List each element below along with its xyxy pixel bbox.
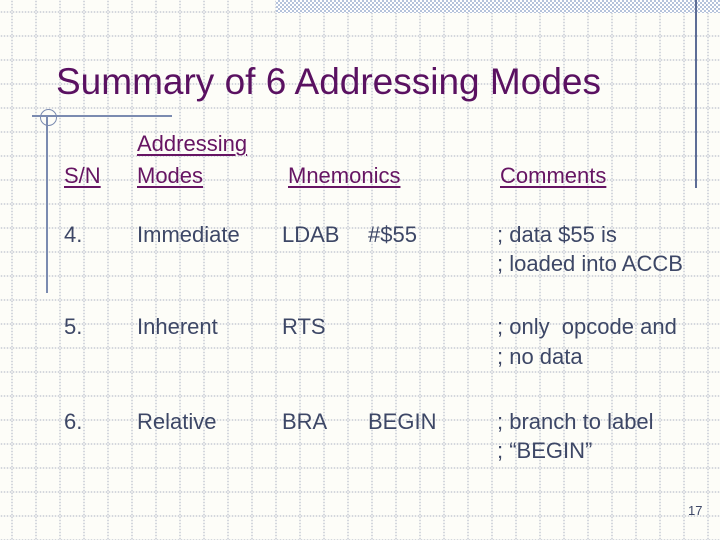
page-number: 17 <box>688 503 703 518</box>
comment-line-2: ; loaded into ACCB <box>497 251 683 276</box>
mnemonic-cell: LDAB <box>282 222 340 247</box>
comment-line-1: ; branch to label <box>497 409 654 434</box>
header-mnemonics: Mnemonics <box>288 163 401 188</box>
comment-line-1: ; only opcode and <box>497 314 677 339</box>
sn-cell: 5. <box>64 314 83 339</box>
mode-cell: Immediate <box>137 222 240 247</box>
comment-line-1: ; data $55 is <box>497 222 617 247</box>
left-accent-hline <box>32 115 172 117</box>
sn-cell: 6. <box>64 409 83 434</box>
operand-cell: BEGIN <box>368 409 437 434</box>
header-modes: Modes <box>137 163 204 188</box>
left-accent-vline <box>46 116 48 293</box>
slide-title: Summary of 6 Addressing Modes <box>56 61 601 102</box>
mode-cell: Relative <box>137 409 217 434</box>
left-accent-circle <box>40 109 57 126</box>
comment-line-2: ; no data <box>497 344 583 369</box>
header-comments: Comments <box>500 163 607 188</box>
header-addressing: Addressing <box>137 131 248 156</box>
top-checker-bar <box>276 0 720 13</box>
comment-line-2: ; “BEGIN” <box>497 438 593 463</box>
mode-cell: Inherent <box>137 314 218 339</box>
right-accent-line <box>695 0 697 188</box>
mnemonic-cell: BRA <box>282 409 328 434</box>
header-sn: S/N <box>64 163 101 188</box>
sn-cell: 4. <box>64 222 83 247</box>
mnemonic-cell: RTS <box>282 314 326 339</box>
operand-cell: #$55 <box>368 222 417 247</box>
